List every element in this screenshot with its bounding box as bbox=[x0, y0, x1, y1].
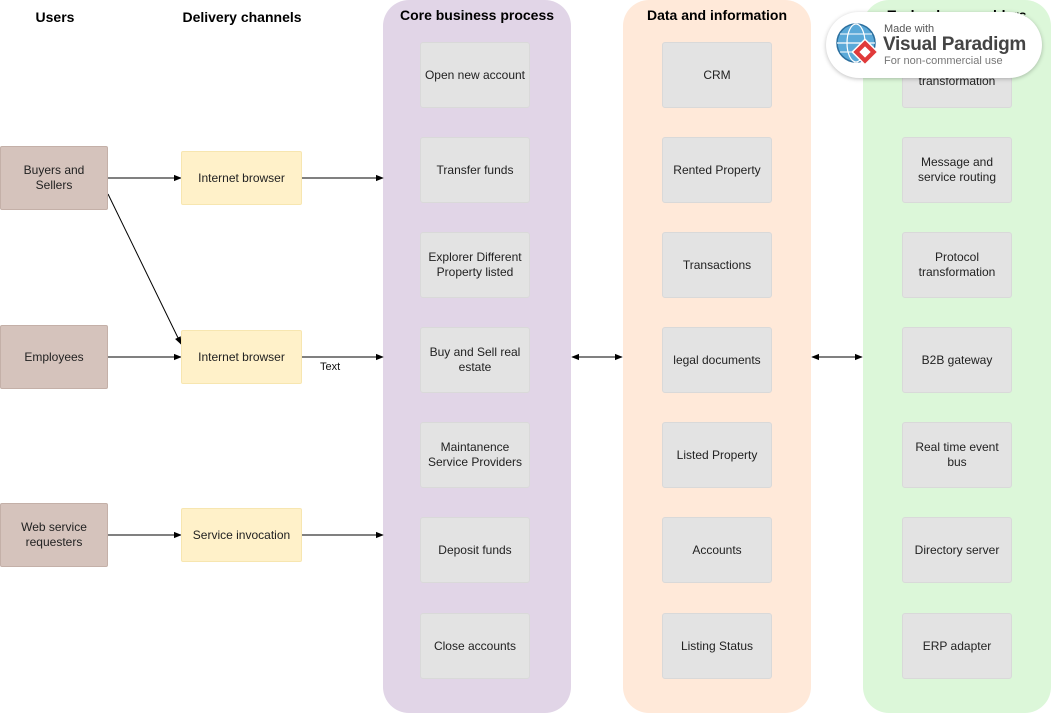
core-item[interactable]: Transfer funds bbox=[420, 137, 530, 203]
core-item[interactable]: Explorer Different Property listed bbox=[420, 232, 530, 298]
data-item[interactable]: CRM bbox=[662, 42, 772, 108]
header-users: Users bbox=[35, 9, 75, 25]
tech-item[interactable]: Real time event bus bbox=[902, 422, 1012, 488]
tech-item[interactable]: Message and service routing bbox=[902, 137, 1012, 203]
visual-paradigm-watermark: Made with Visual Paradigm For non-commer… bbox=[826, 12, 1042, 78]
watermark-brand: Visual Paradigm bbox=[883, 34, 1026, 55]
data-item[interactable]: Listed Property bbox=[662, 422, 772, 488]
channel-internet-browser-2[interactable]: Internet browser bbox=[181, 330, 302, 384]
tech-item[interactable]: B2B gateway bbox=[902, 327, 1012, 393]
tech-item[interactable]: Protocol transformation bbox=[902, 232, 1012, 298]
core-item[interactable]: Open new account bbox=[420, 42, 530, 108]
data-item[interactable]: Rented Property bbox=[662, 137, 772, 203]
core-item[interactable]: Maintanence Service Providers bbox=[420, 422, 530, 488]
user-web-service-requesters[interactable]: Web service requesters bbox=[0, 503, 108, 567]
core-item[interactable]: Deposit funds bbox=[420, 517, 530, 583]
data-item[interactable]: Accounts bbox=[662, 517, 772, 583]
user-buyers-sellers[interactable]: Buyers and Sellers bbox=[0, 146, 108, 210]
globe-logo-icon bbox=[836, 23, 879, 66]
watermark-note: For non-commercial use bbox=[884, 55, 1003, 67]
core-item[interactable]: Close accounts bbox=[420, 613, 530, 679]
tech-item[interactable]: ERP adapter bbox=[902, 613, 1012, 679]
data-item[interactable]: Transactions bbox=[662, 232, 772, 298]
user-employees[interactable]: Employees bbox=[0, 325, 108, 389]
data-item[interactable]: legal documents bbox=[662, 327, 772, 393]
core-item[interactable]: Buy and Sell real estate bbox=[420, 327, 530, 393]
edge-buyers-to-browser2 bbox=[107, 193, 182, 345]
tech-item[interactable]: Directory server bbox=[902, 517, 1012, 583]
data-item[interactable]: Listing Status bbox=[662, 613, 772, 679]
header-delivery-channels: Delivery channels bbox=[182, 9, 302, 25]
header-data-information: Data and information bbox=[646, 7, 787, 23]
header-core-business-process: Core business process bbox=[399, 7, 555, 23]
channel-internet-browser-1[interactable]: Internet browser bbox=[181, 151, 302, 205]
edge-label-text: Text bbox=[320, 361, 341, 373]
channel-service-invocation[interactable]: Service invocation bbox=[181, 508, 302, 562]
watermark-made-with: Made with bbox=[884, 23, 935, 35]
